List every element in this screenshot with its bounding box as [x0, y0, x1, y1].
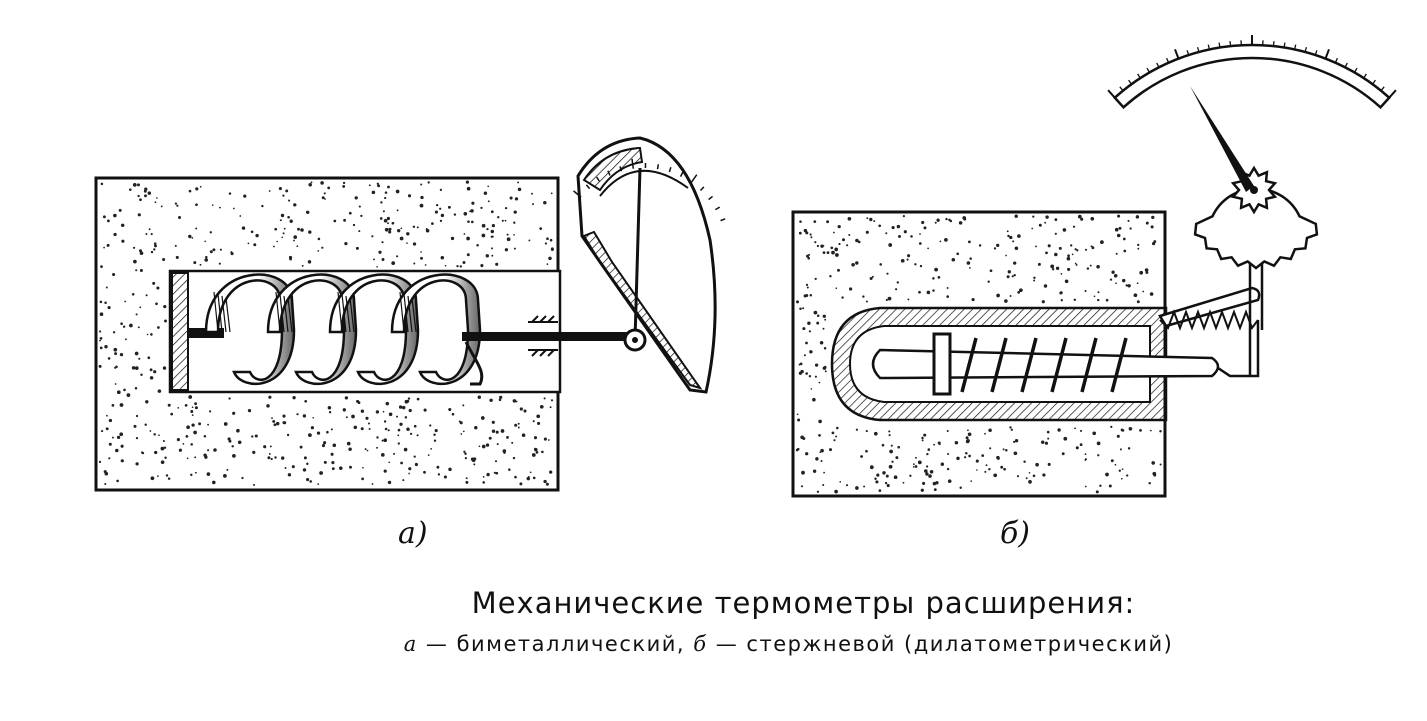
caption-description: а — биметаллический, б — стержневой (дил… [0, 632, 1427, 656]
bimetallic-spiral [204, 273, 484, 386]
caption-item-a-text: — биметаллический, [417, 632, 694, 656]
bimetallic-thermometer [94, 136, 726, 492]
dial-sector-a [576, 136, 717, 394]
caption-item-b-text: — стержневой (дилатометрический) [707, 632, 1174, 656]
diagram-b-label: б) [1000, 516, 1031, 551]
dial-scale-b [1113, 43, 1391, 110]
pointer-b [1190, 86, 1254, 192]
pointer-a [633, 167, 642, 341]
insulation-texture-a [98, 180, 554, 486]
dial-sector-edge-a [582, 146, 703, 390]
caption-title: Механические термометры расширения: [471, 586, 1136, 620]
insulation-texture-b [795, 214, 1162, 494]
rod-thermometer [791, 35, 1397, 498]
dial-ticks-a [573, 158, 726, 222]
dial-ticks-b [1107, 35, 1397, 99]
spring-b [960, 337, 1128, 393]
end-wall-a [171, 272, 189, 391]
tension-spring-b [1159, 309, 1259, 331]
rod-collar-b [932, 332, 952, 396]
caption-item-a-letter: а [403, 632, 418, 656]
lever-b [1158, 286, 1261, 328]
diagram-a-label: а) [398, 516, 428, 551]
rod-link-b [1217, 320, 1260, 378]
rod-b [871, 348, 1220, 380]
toothed-sector-b [1193, 187, 1319, 270]
shaft-a [462, 332, 636, 341]
bearing-a [528, 315, 558, 357]
caption-item-b-letter: б [693, 632, 708, 656]
